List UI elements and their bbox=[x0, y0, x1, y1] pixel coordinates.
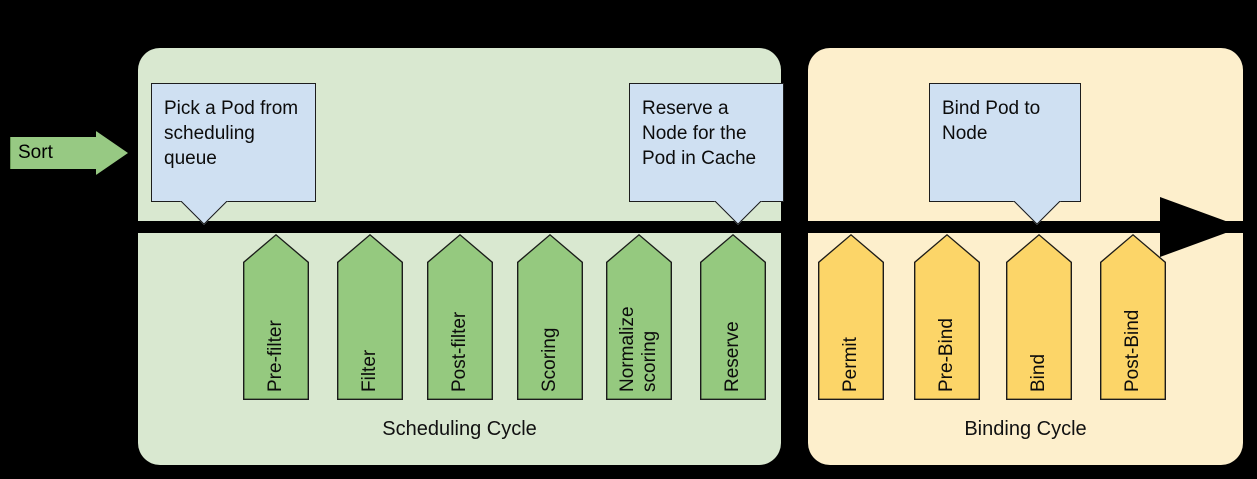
stage-arrow-post-bind[interactable]: Post-Bind bbox=[1100, 234, 1166, 400]
stage-label-reserve: Reserve bbox=[722, 321, 743, 392]
stage-arrow-pre-filter[interactable]: Pre-filter bbox=[243, 234, 309, 400]
callout-reserve-node: Reserve a Node for the Pod in Cache bbox=[629, 83, 784, 202]
stage-label-bind: Bind bbox=[1028, 353, 1049, 392]
stage-arrow-fill bbox=[914, 234, 980, 400]
stage-arrow-fill bbox=[606, 234, 672, 400]
stage-label-post-filter: Post-filter bbox=[449, 311, 470, 392]
callout-pick-pod: Pick a Pod from scheduling queue bbox=[151, 83, 316, 202]
stage-arrow-pre-bind[interactable]: Pre-Bind bbox=[914, 234, 980, 400]
stage-arrow-filter[interactable]: Filter bbox=[337, 234, 403, 400]
stage-label-scoring: Scoring bbox=[539, 327, 560, 392]
scheduling-cycle-caption: Scheduling Cycle bbox=[382, 418, 537, 440]
callout-bind-pod-text: Bind Pod to Node bbox=[942, 98, 1041, 144]
stage-arrow-reserve[interactable]: Reserve bbox=[700, 234, 766, 400]
pipeline-timeline-bar bbox=[138, 221, 1245, 233]
stage-label-pre-filter: Pre-filter bbox=[265, 320, 286, 392]
stage-arrow-fill bbox=[1006, 234, 1072, 400]
stage-arrow-fill bbox=[427, 234, 493, 400]
stage-arrow-fill bbox=[818, 234, 884, 400]
stage-arrow-permit[interactable]: Permit bbox=[818, 234, 884, 400]
stage-arrow-fill bbox=[700, 234, 766, 400]
stage-label-normalize-scoring: Normalize scoring bbox=[617, 306, 660, 392]
stage-label-pre-bind: Pre-Bind bbox=[936, 318, 957, 392]
stage-label-permit: Permit bbox=[840, 337, 861, 392]
stage-arrow-post-filter[interactable]: Post-filter bbox=[427, 234, 493, 400]
stage-arrow-bind[interactable]: Bind bbox=[1006, 234, 1072, 400]
binding-cycle-caption: Binding Cycle bbox=[964, 418, 1087, 440]
stage-arrow-scoring[interactable]: Scoring bbox=[517, 234, 583, 400]
stage-label-filter: Filter bbox=[359, 349, 380, 392]
stage-arrow-normalize-scoring[interactable]: Normalize scoring bbox=[606, 234, 672, 400]
stage-arrow-fill bbox=[243, 234, 309, 400]
callout-bind-pod: Bind Pod to Node bbox=[929, 83, 1081, 202]
sort-stage-label: Sort bbox=[18, 142, 53, 163]
stage-arrow-fill bbox=[337, 234, 403, 400]
callout-reserve-node-text: Reserve a Node for the Pod in Cache bbox=[642, 98, 757, 169]
stage-label-post-bind: Post-Bind bbox=[1122, 309, 1143, 392]
stage-arrow-fill bbox=[1100, 234, 1166, 400]
callout-pick-pod-text: Pick a Pod from scheduling queue bbox=[164, 98, 299, 169]
stage-arrow-fill bbox=[517, 234, 583, 400]
